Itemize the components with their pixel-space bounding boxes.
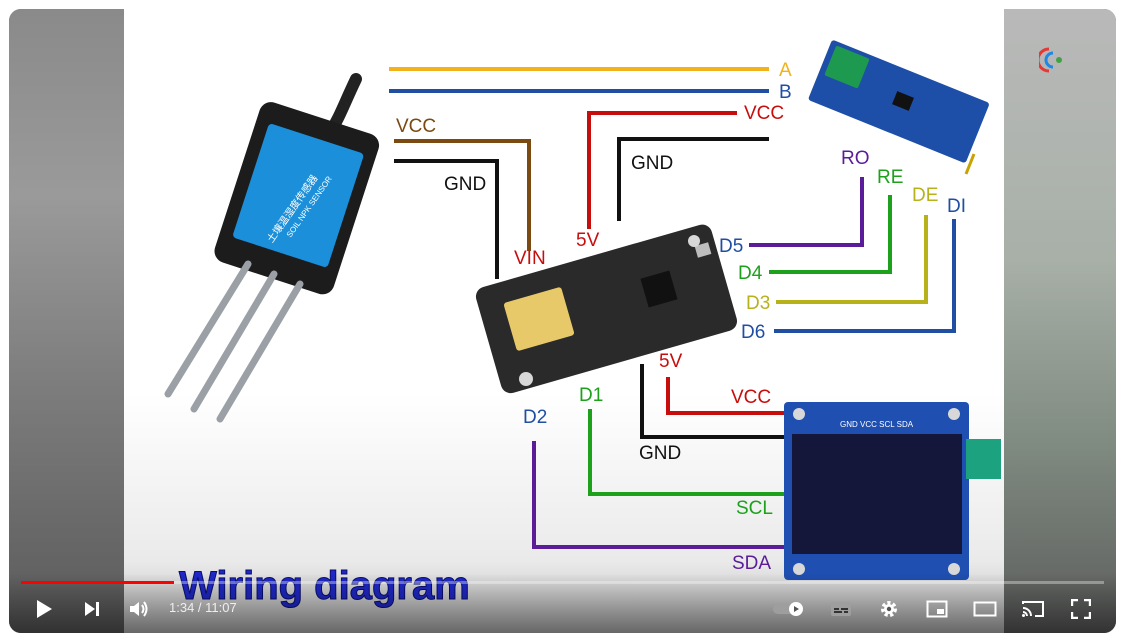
label-d4: D4	[738, 263, 763, 284]
oled-pin-labels: GND VCC SCL SDA	[840, 420, 914, 429]
fullscreen-icon[interactable]	[1067, 594, 1095, 624]
next-icon[interactable]	[79, 594, 105, 624]
video-frame: 土壤温湿度传感器 SOIL NPK SENSOR	[124, 9, 1004, 633]
label-d3: D3	[746, 293, 770, 314]
progress-played	[21, 581, 174, 584]
label-de: DE	[912, 185, 938, 206]
time-display: 1:34 / 11:07	[169, 600, 237, 615]
oled-display: GND VCC SCL SDA	[784, 402, 1001, 580]
label-gnd-sensor: GND	[444, 174, 486, 195]
label-5v-mcu: 5V	[576, 230, 600, 251]
label-d1: D1	[579, 385, 603, 406]
volume-icon[interactable]	[125, 594, 153, 624]
controls-gradient	[9, 573, 1116, 633]
video-player[interactable]: 土壤温湿度传感器 SOIL NPK SENSOR	[9, 9, 1116, 633]
label-d5: D5	[719, 236, 743, 257]
label-di: DI	[947, 196, 966, 217]
channel-watermark-icon	[1039, 47, 1062, 73]
cast-icon[interactable]	[1019, 594, 1047, 624]
time-separator: /	[194, 600, 206, 615]
play-icon[interactable]	[31, 594, 57, 624]
label-gnd-top: GND	[631, 153, 673, 174]
rs485-module	[808, 40, 989, 175]
label-vcc-oled: VCC	[731, 387, 771, 408]
soil-sensor: 土壤温湿度传感器 SOIL NPK SENSOR	[164, 73, 380, 423]
wiring-diagram: 土壤温湿度传感器 SOIL NPK SENSOR	[164, 40, 1001, 609]
miniplayer-icon[interactable]	[923, 594, 951, 624]
autoplay-toggle-icon[interactable]	[771, 594, 807, 624]
blurred-background-left	[9, 9, 124, 633]
nodemcu-board	[475, 224, 738, 394]
label-d6: D6	[741, 322, 765, 343]
duration: 11:07	[205, 600, 237, 615]
label-scl: SCL	[736, 498, 773, 519]
label-B: B	[779, 82, 792, 103]
label-ro: RO	[841, 148, 870, 169]
label-5v-oled: 5V	[659, 351, 683, 372]
progress-bar[interactable]	[21, 581, 1104, 584]
theater-icon[interactable]	[970, 594, 1000, 624]
current-time: 1:34	[169, 600, 195, 615]
label-vcc-top: VCC	[744, 103, 784, 124]
diagram-title: Wiring diagram	[179, 564, 470, 608]
label-re: RE	[877, 167, 903, 188]
label-gnd-oled: GND	[639, 443, 681, 464]
label-sda: SDA	[732, 553, 771, 574]
subtitles-icon[interactable]	[827, 594, 855, 624]
wire-labels: A B VCC GND VIN 5V VCC GND RO RE DE DI D…	[396, 60, 966, 574]
label-vcc-sensor: VCC	[396, 116, 436, 137]
wires	[389, 67, 956, 549]
label-vin: VIN	[514, 248, 546, 269]
blurred-background-right	[1004, 9, 1116, 633]
label-d2: D2	[523, 407, 547, 428]
label-A: A	[779, 60, 792, 81]
gear-icon[interactable]	[875, 594, 903, 624]
